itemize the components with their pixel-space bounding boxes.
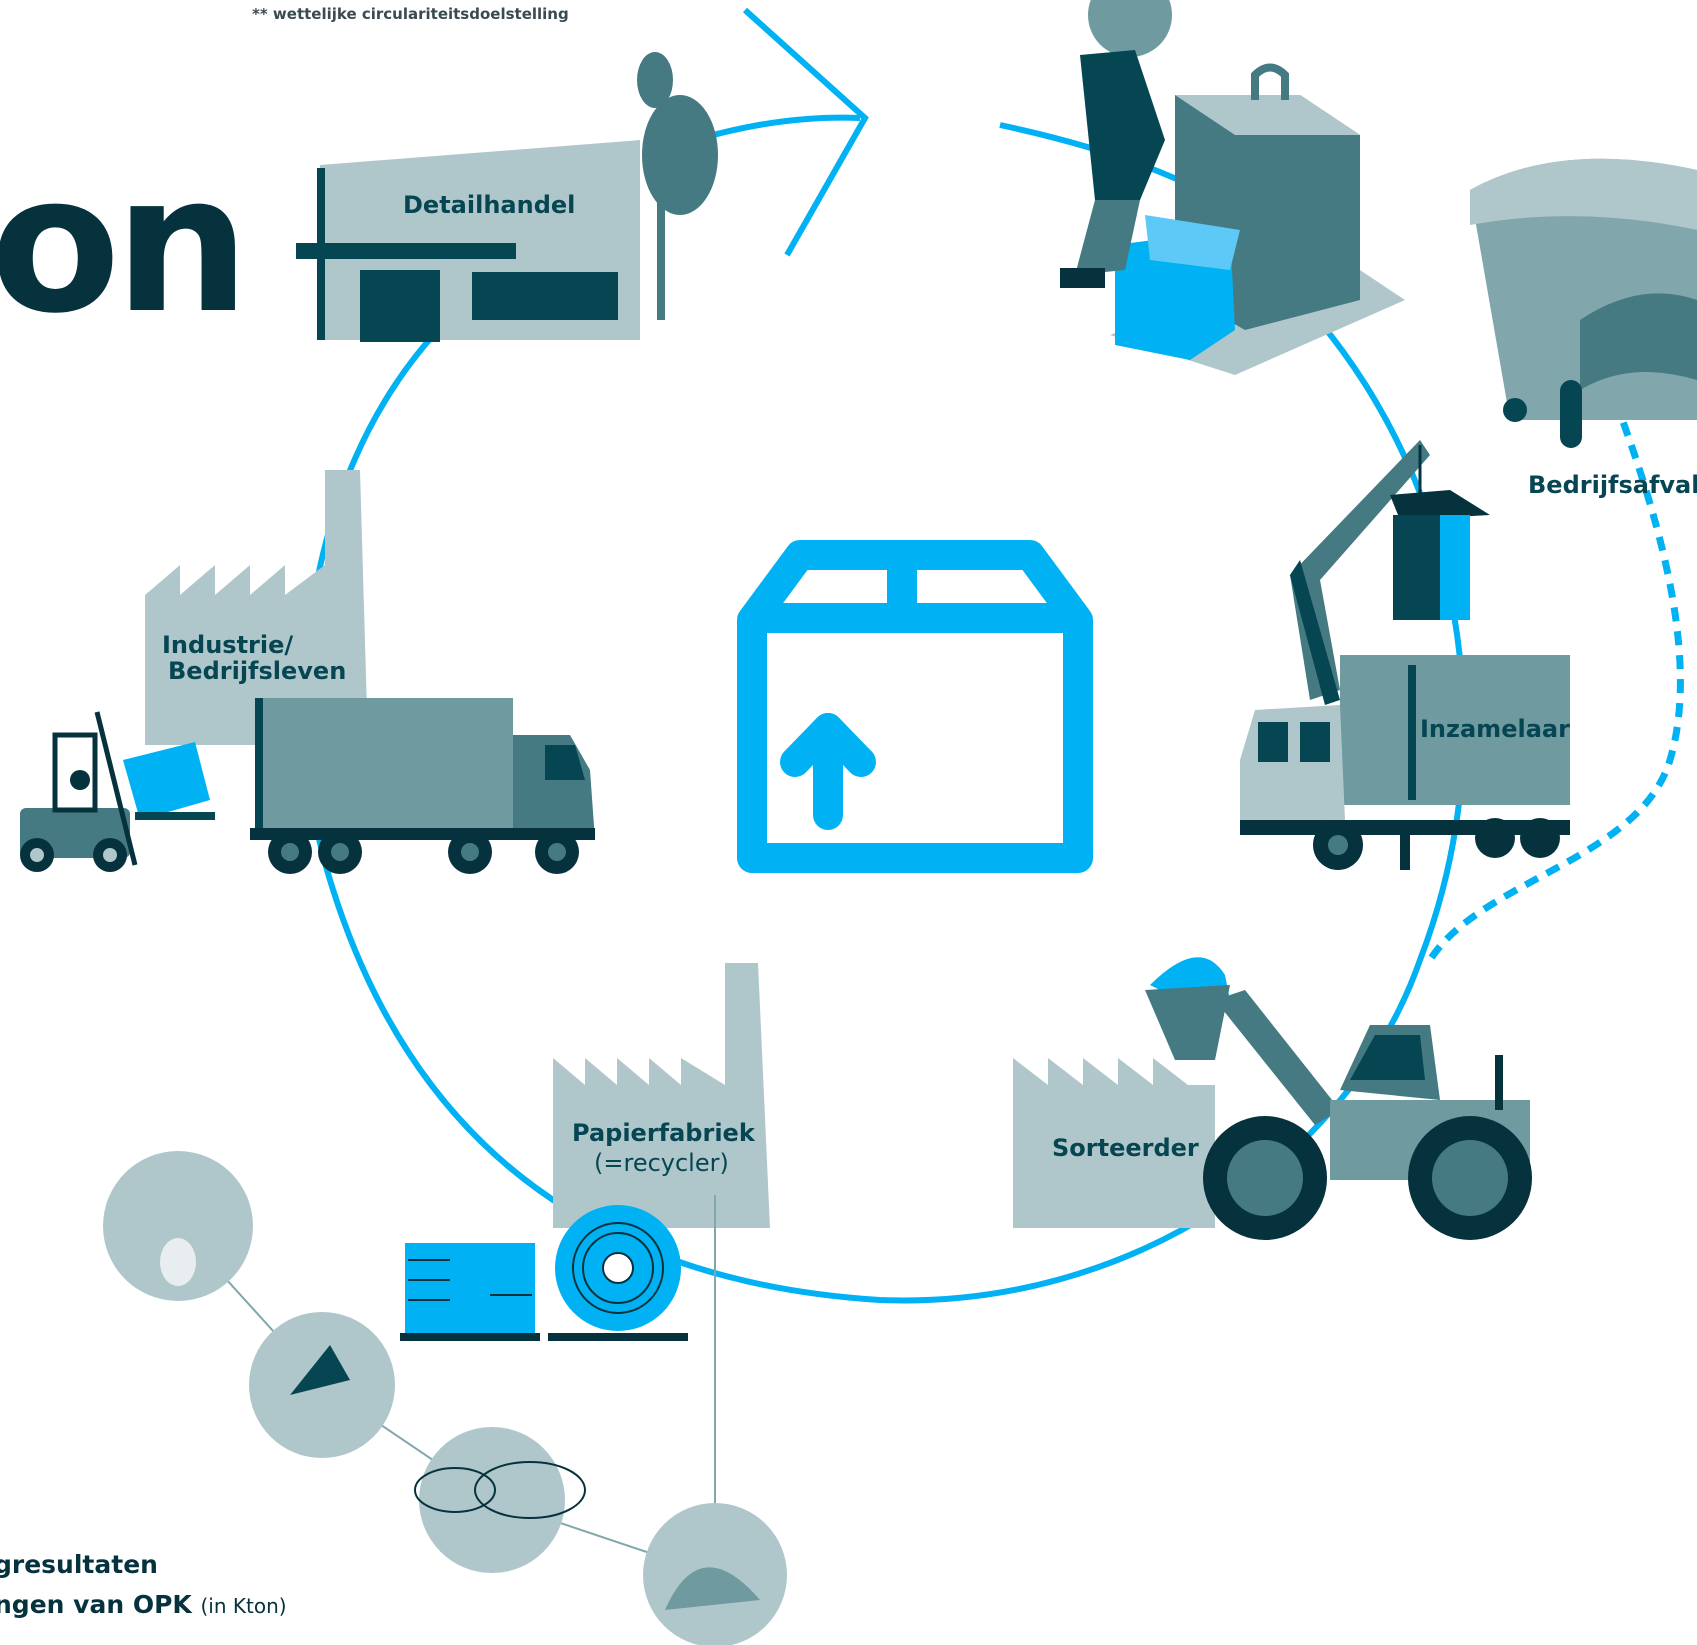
- collector-truck: [1240, 440, 1570, 870]
- label-retail: Detailhandel: [403, 191, 576, 219]
- business-waste-bin: [1470, 158, 1697, 448]
- process-chain: [103, 1151, 787, 1645]
- label-business-waste: Bedrijfsafval: [1528, 471, 1697, 499]
- paper-mill: [400, 963, 770, 1505]
- label-industry-line1: Industrie/: [162, 631, 294, 659]
- results-heading-line2: ngen van OPK (in Kton): [0, 1590, 287, 1619]
- label-collector: Inzamelaar: [1420, 715, 1570, 743]
- industry-factory: [145, 470, 368, 745]
- business-waste-path: [1427, 398, 1684, 962]
- label-paper-mill-line2: (=recycler): [594, 1149, 729, 1177]
- box-up-arrow-icon: [737, 540, 1093, 873]
- retail-store: [296, 52, 718, 342]
- delivery-truck: [250, 698, 595, 874]
- label-paper-mill-line1: Papierfabriek: [572, 1119, 755, 1147]
- results-heading-line2-text: ngen van OPK: [0, 1590, 192, 1619]
- forklift: [20, 711, 215, 872]
- results-unit: (in Kton): [200, 1594, 287, 1618]
- sorter-building: [1013, 1058, 1215, 1228]
- page-title-fragment: on: [0, 134, 250, 355]
- wheel-loader: [1145, 957, 1532, 1240]
- footnote: ** wettelijke circulariteitsdoelstelling: [252, 5, 569, 23]
- label-sorter: Sorteerder: [1052, 1134, 1199, 1162]
- results-heading-line1: gresultaten: [0, 1550, 158, 1579]
- person-container: [1060, 0, 1405, 375]
- label-industry-line2: Bedrijfsleven: [168, 657, 347, 685]
- cycle-arrowhead: [742, 7, 869, 257]
